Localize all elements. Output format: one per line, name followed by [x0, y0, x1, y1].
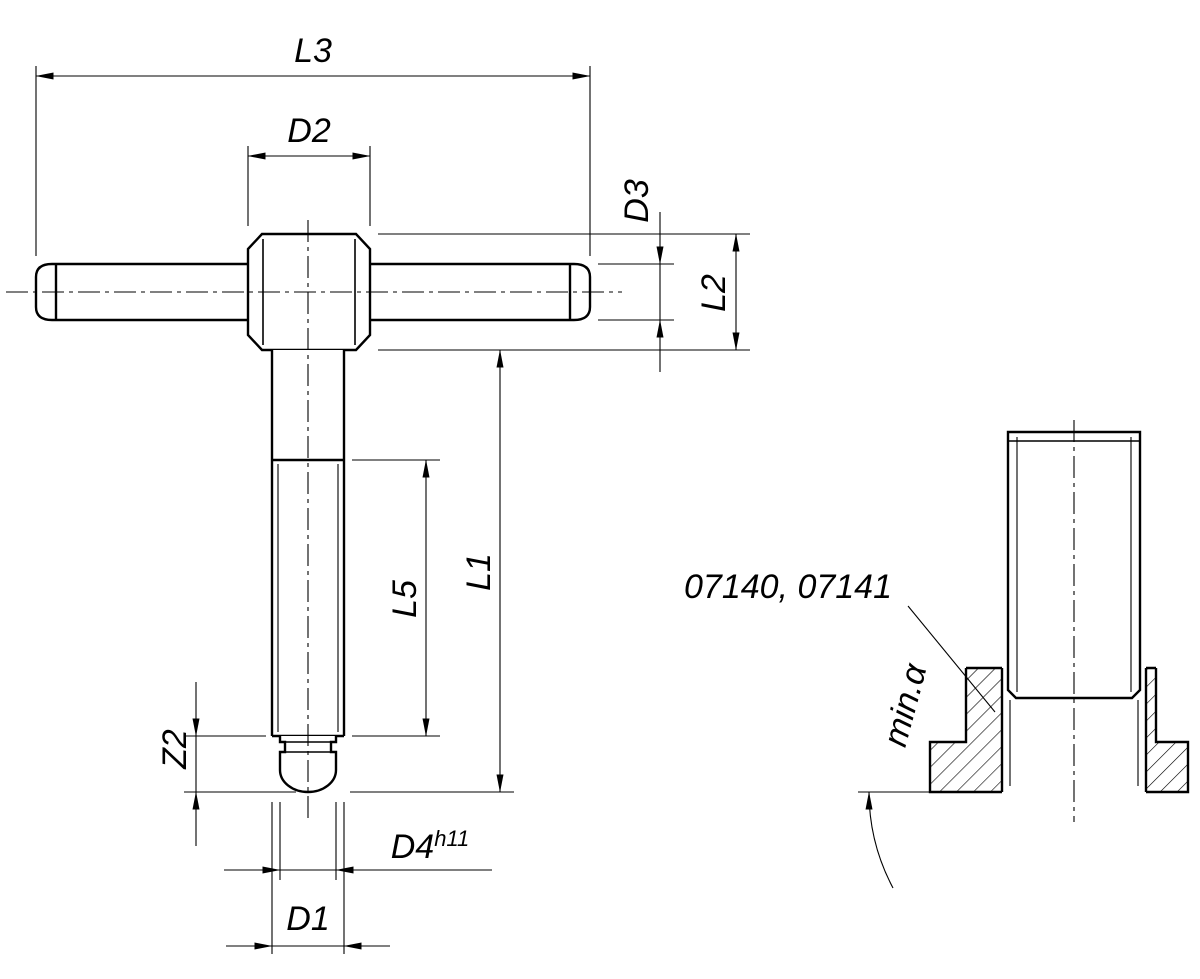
label-l3: L3	[294, 32, 332, 70]
dimension-l3: L3	[35, 32, 591, 256]
dimension-z2: Z2	[156, 682, 296, 846]
label-d3: D3	[618, 179, 656, 223]
part-number-callout: 07140, 07141	[684, 568, 996, 713]
dimension-d1: D1	[226, 802, 390, 954]
label-d1: D1	[286, 900, 329, 938]
dimension-d4: D4h11	[224, 802, 492, 880]
label-z2: Z2	[156, 729, 194, 770]
dimension-d2: D2	[247, 112, 371, 226]
label-l1: L1	[460, 553, 498, 591]
label-d4-tolerance: h11	[434, 826, 469, 851]
label-d2: D2	[287, 112, 331, 150]
label-d4: D4h11	[391, 826, 470, 866]
dimension-l1: L1	[350, 349, 514, 793]
dimension-d3: D3	[598, 179, 674, 372]
label-l2: L2	[695, 274, 733, 312]
leader-line	[907, 605, 996, 713]
label-d4-base: D4	[391, 828, 434, 866]
centerlines	[6, 220, 1075, 822]
dimension-min-alpha: min.α	[858, 658, 938, 889]
dimension-l2: L2	[378, 233, 750, 351]
label-l5: L5	[386, 580, 424, 618]
label-min-alpha: min.α	[876, 658, 935, 750]
dimension-l5: L5	[352, 459, 440, 737]
t-slot-nut-section	[928, 666, 1190, 794]
label-part-numbers: 07140, 07141	[684, 568, 892, 606]
